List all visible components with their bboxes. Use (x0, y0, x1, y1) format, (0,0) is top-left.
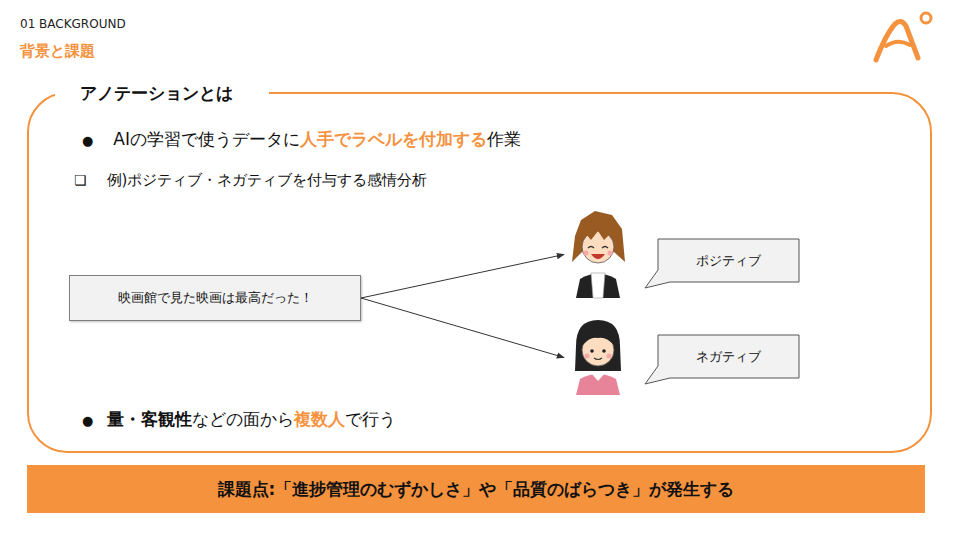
label-text: 作業 (487, 128, 521, 151)
shirt (576, 374, 620, 395)
brand-logo (876, 13, 931, 60)
hair-bangs (581, 222, 616, 243)
label-text: 01 BACKGROUND (20, 17, 126, 31)
label-text: 複数人 (294, 408, 345, 431)
arrow-connector (361, 298, 564, 358)
label-text: 人手でラベルを付加する (300, 128, 487, 151)
logo-bar (886, 42, 910, 46)
bubble-text: ポジティブ (658, 239, 799, 282)
bubble-outline (645, 335, 799, 384)
issue-text: 課題点:「進捗管理のむずかしさ」や「品質のばらつき」が発生する (218, 478, 735, 501)
bullet-mark: ● (82, 133, 93, 148)
bullet-mark: ● (82, 413, 93, 428)
logo-dot (921, 13, 931, 23)
hair-bangs (582, 328, 615, 346)
label-text: 量・客観性 (107, 408, 192, 431)
section-title: 背景と課題 (20, 42, 95, 61)
title-line: 背景と課題 (20, 42, 95, 61)
shirt (591, 273, 605, 298)
text-line: ● 量・客観性などの面から複数人で行う (82, 408, 396, 431)
cheek (608, 251, 613, 256)
bullet-mark: ❏ (74, 172, 87, 188)
eye (590, 349, 594, 353)
label-text: で行う (345, 408, 396, 431)
sentence-box: 映画館で見た映画は最高だった！ (69, 275, 361, 321)
annotator-response: ポジティブ (564, 207, 804, 302)
speech-bubble (564, 207, 804, 302)
panel-heading: アノテーションとは (55, 82, 269, 104)
face (582, 231, 614, 263)
logo-stroke (876, 21, 918, 60)
bubble-outline (645, 239, 799, 288)
label-text: AIの学習で使うデータに (113, 128, 300, 151)
issue-band: 課題点:「進捗管理のむずかしさ」や「品質のばらつき」が発生する (27, 465, 925, 513)
mouth (594, 358, 602, 360)
speech-bubble (564, 315, 804, 400)
sentence-text: 映画館で見た映画は最高だった！ (118, 289, 313, 307)
label-text: などの面から (192, 408, 294, 431)
annotator-response: ネガティブ (564, 315, 804, 400)
cheek (584, 251, 589, 256)
annotator-man (572, 211, 625, 298)
arrow-connector (361, 255, 564, 299)
mouth (591, 254, 605, 259)
eye (602, 349, 606, 353)
hair-back (575, 320, 621, 371)
text-line: 01 BACKGROUND (20, 17, 126, 31)
cheek (607, 354, 612, 359)
eyes (588, 247, 608, 249)
text-line: ● AIの学習で使うデータに人手でラベルを付加する作業 (82, 128, 521, 151)
collar (591, 373, 605, 381)
hair-back (572, 211, 625, 262)
jacket (576, 274, 620, 299)
bubble-text: ネガティブ (658, 335, 799, 378)
annotator-woman (575, 320, 621, 395)
label-text: 例)ポジティブ・ネガティブを付与する感情分析 (107, 171, 428, 190)
text-line: ❏ 例)ポジティブ・ネガティブを付与する感情分析 (74, 171, 427, 190)
cheek (585, 354, 590, 359)
